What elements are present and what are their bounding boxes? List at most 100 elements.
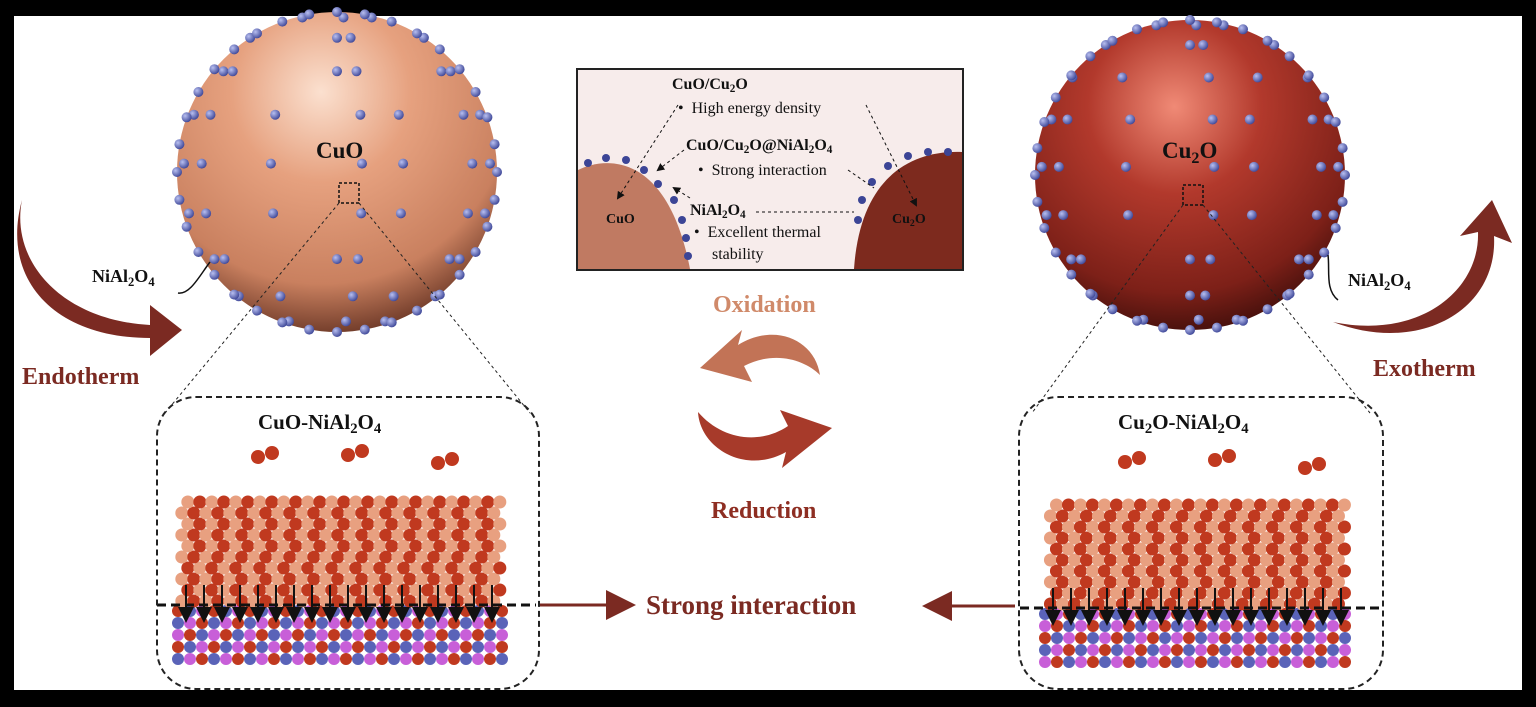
coating-atom: [1032, 143, 1043, 154]
cu2o-zoom-line-right: [1202, 204, 1371, 414]
coating-atom: [1284, 51, 1295, 62]
o2-atom: [355, 444, 369, 458]
slab-atom: [1205, 498, 1219, 512]
slab-atom: [1097, 564, 1111, 578]
slab-atom: [1163, 531, 1177, 545]
slab-atom: [1133, 542, 1147, 556]
slab-atom: [451, 572, 465, 586]
slab-atom: [232, 641, 244, 653]
coating-atom: [1076, 254, 1086, 265]
coating-atom: [219, 254, 230, 265]
slab-atom: [1277, 542, 1291, 556]
slab-atom: [247, 528, 261, 542]
slab-atom: [1055, 553, 1069, 567]
slab-atom: [313, 495, 327, 509]
slab-atom: [1253, 542, 1267, 556]
inset-bullet-3-line2: stability: [712, 246, 764, 263]
coating-atom: [359, 9, 370, 20]
coating-atom: [434, 289, 445, 300]
slab-atom: [1283, 531, 1297, 545]
slab-atom: [1133, 498, 1147, 512]
properties-inset: CuO/Cu2O • High energy density CuO/Cu2O@…: [576, 68, 964, 271]
slab-atom: [304, 629, 316, 641]
coating-atom: [412, 28, 422, 39]
coating-atom: [1107, 304, 1118, 315]
endotherm-label: Endotherm: [22, 364, 140, 390]
slab-atom: [1283, 553, 1297, 567]
slab-atom: [1115, 575, 1129, 589]
slab-atom: [439, 572, 453, 586]
slab-atom: [361, 495, 375, 509]
coating-atom: [184, 208, 194, 219]
coating-atom: [1050, 92, 1061, 103]
slab-atom: [1301, 498, 1315, 512]
slab-atom: [235, 572, 249, 586]
slab-atom: [307, 506, 321, 520]
slab-atom: [1231, 656, 1243, 668]
slab-atom: [307, 572, 321, 586]
slab-atom: [199, 528, 213, 542]
slab-atom: [1217, 586, 1231, 600]
slab-atom: [232, 629, 244, 641]
inset-mid-title: CuO/Cu2O@NiAl2O4: [686, 137, 833, 157]
slab-atom: [343, 572, 357, 586]
coating-atom: [205, 109, 216, 120]
slab-atom: [427, 528, 441, 542]
cu2o-surface-atoms: [1030, 15, 1350, 335]
slab-atom: [289, 561, 303, 575]
slab-atom: [295, 550, 309, 564]
slab-atom: [436, 641, 448, 653]
inset-coating-atom: [678, 216, 686, 224]
slab-atom: [427, 506, 441, 520]
slab-atom: [1241, 542, 1255, 556]
coating-atom: [1262, 35, 1273, 46]
slab-atom: [367, 506, 381, 520]
slab-atom: [391, 550, 405, 564]
slab-atom: [1247, 531, 1261, 545]
slab-atom: [1223, 575, 1237, 589]
slab-atom: [457, 517, 471, 531]
slab-atom: [1043, 575, 1057, 589]
slab-atom: [277, 495, 291, 509]
coating-atom: [1330, 117, 1341, 127]
coating-atom: [388, 291, 399, 302]
slab-atom: [403, 528, 417, 542]
coating-atom: [1249, 161, 1259, 172]
slab-atom: [409, 495, 423, 509]
slab-atom: [1217, 498, 1231, 512]
slab-atom: [1325, 520, 1339, 534]
slab-atom: [1331, 509, 1345, 523]
slab-atom: [205, 561, 219, 575]
slab-atom: [1289, 586, 1303, 600]
slab-atom: [1229, 542, 1243, 556]
slab-atom: [1253, 586, 1267, 600]
coating-atom: [1198, 40, 1209, 50]
inset-coating-atom: [622, 156, 630, 164]
cu2o-slab-title: Cu2O-NiAl2O4: [1118, 410, 1249, 438]
slab-atom: [217, 561, 231, 575]
slab-atom: [1337, 520, 1351, 534]
slab-atom: [217, 495, 231, 509]
slab-atom: [367, 528, 381, 542]
slab-atom: [1127, 509, 1141, 523]
slab-atom: [223, 550, 237, 564]
inset-coating-atom: [684, 252, 692, 260]
slab-atom: [1087, 656, 1099, 668]
slab-atom: [1339, 632, 1351, 644]
slab-atom: [403, 506, 417, 520]
slab-atom: [1085, 498, 1099, 512]
o2-atom: [1222, 449, 1236, 463]
slab-atom: [1139, 553, 1153, 567]
coating-atom: [209, 64, 220, 75]
slab-atom: [1181, 542, 1195, 556]
slab-atom: [1219, 656, 1231, 668]
coating-atom: [1125, 114, 1136, 125]
slab-atom: [1115, 531, 1129, 545]
slab-atom: [493, 583, 507, 597]
slab-atom: [1303, 632, 1315, 644]
slab-atom: [283, 506, 297, 520]
slab-atom: [1091, 575, 1105, 589]
coating-atom: [1066, 269, 1077, 280]
coating-atom: [395, 208, 406, 219]
slab-atom: [220, 641, 232, 653]
